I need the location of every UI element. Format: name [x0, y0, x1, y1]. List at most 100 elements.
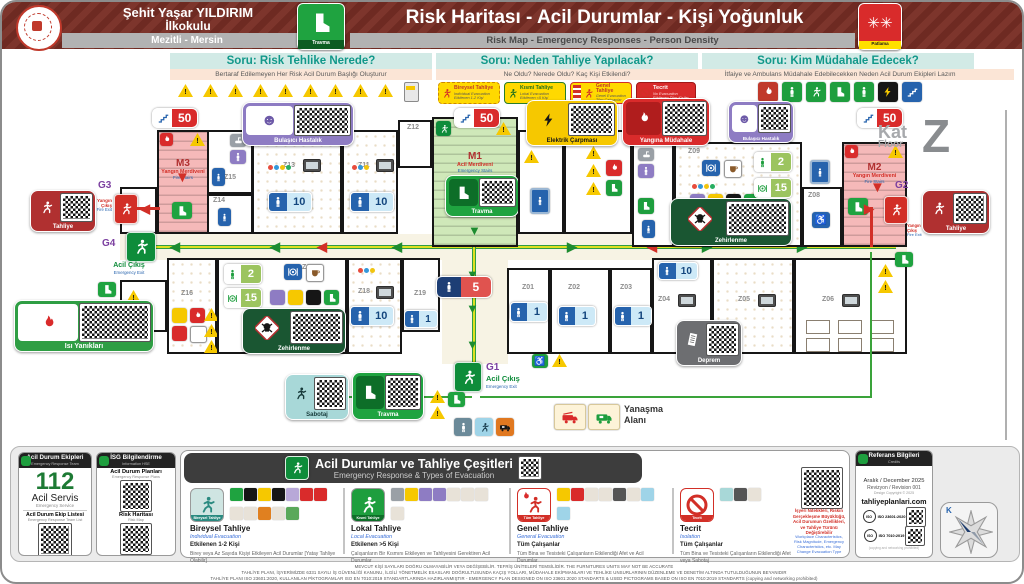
divider — [509, 488, 511, 554]
cup-icon — [306, 264, 324, 282]
stairs-icon — [153, 109, 173, 127]
aid-point-icon — [606, 180, 622, 196]
qr-badge-isi-yaniklari: Isı Yanıkları — [14, 300, 154, 352]
credits-icon — [858, 454, 868, 464]
isg-icon — [99, 456, 109, 466]
qr-badge-tahliye-right: Tahliye — [922, 190, 990, 234]
qr-code — [38, 523, 72, 555]
qr-code — [568, 103, 615, 136]
cup-icon — [724, 160, 742, 178]
question3-title: Soru: Kim Müdahale Edecek? — [702, 53, 974, 69]
assembly-area-label: Yanaşma Alanı — [624, 404, 664, 425]
arrow-down-icon: ▼ — [468, 223, 481, 238]
room-label: Z02 — [568, 284, 581, 291]
room-label: Z09 — [688, 148, 701, 155]
ladder-team-icon — [902, 82, 922, 102]
individual-evacuation-icon: Bireysel Tahliye — [190, 488, 224, 522]
warning-icon: ! — [278, 84, 293, 97]
people-cluster-icon — [692, 184, 715, 189]
emergency-exit-g4 — [126, 232, 156, 262]
table — [838, 338, 862, 352]
runner-icon — [441, 88, 452, 99]
arrow-right-icon: ▶ — [567, 239, 577, 254]
table — [806, 320, 830, 334]
team-card-header: Acil Durum Ekipleri Emergency Response T… — [19, 453, 91, 468]
stairs-icon — [455, 109, 475, 127]
gate-label: G4 — [102, 238, 116, 249]
corridor-density-badge: 5 — [436, 276, 492, 298]
people-cluster-icon — [358, 268, 375, 273]
compass-rose-icon — [949, 510, 993, 554]
fire-response-icon — [758, 82, 778, 102]
smartboard-icon — [376, 286, 394, 299]
room-label: Z11 — [358, 162, 370, 169]
support-icon — [830, 82, 850, 102]
evacuation-runner-icon — [926, 194, 952, 223]
runner-icon — [583, 88, 594, 99]
meal-icon — [702, 160, 720, 176]
qr-badge-bulasici-left: ☻ Bulaşıcı Hastalık — [242, 102, 354, 146]
qr-badge-travma-bottom: Travma — [352, 372, 424, 420]
bandaged-foot-icon — [309, 11, 333, 35]
fire-icon — [160, 133, 173, 146]
question2-subtitle: Ne Oldu? Nerede Oldu? Kaç Kişi Etkilendi… — [436, 69, 698, 80]
sink-icon — [638, 148, 654, 161]
qr-badge-zehirlenme-right: Zehirlenme — [670, 198, 792, 246]
wc-icon — [755, 153, 771, 171]
trauma-point-icon — [98, 282, 116, 297]
info-sign-icon — [190, 326, 207, 343]
trauma-point-icon — [848, 198, 868, 215]
arrow-down-icon: ▼ — [466, 301, 479, 316]
warning-icon: ! — [378, 84, 393, 97]
room-label: Z06 — [822, 296, 835, 303]
earthquake-icon — [680, 324, 705, 355]
qr-code — [59, 193, 94, 222]
isg-info-card: İSG Bilgilendirme Information HSE Acil D… — [96, 452, 176, 556]
isolation-icon: Tecrit — [680, 488, 714, 522]
room-label: Z05 — [738, 296, 751, 303]
question1-title: Soru: Risk Tehlike Nerede? — [170, 53, 432, 69]
stair-capacity-m1: 50 — [454, 108, 500, 128]
room-label: Z08 — [808, 192, 821, 199]
table — [870, 338, 894, 352]
g1-caption-en: Emergency Exit — [486, 384, 517, 389]
qr-code — [705, 323, 740, 356]
fire-route-line — [870, 207, 873, 247]
warning-icon: ! — [430, 406, 445, 419]
compass: K — [940, 502, 998, 558]
hazard-icon — [172, 308, 187, 323]
mini-icons-grid — [230, 488, 330, 526]
school-name-line1: Şehit Yaşar YILDIRIM — [122, 5, 254, 20]
qr-code — [757, 104, 792, 133]
poster-title: Risk Haritası - Acil Durumlar - Kişi Yoğ… — [405, 7, 804, 28]
fire-exit-g3 — [114, 194, 138, 224]
floor-letter: Z — [922, 110, 951, 162]
stair-capacity-m3: 50 — [152, 108, 198, 128]
fire-stripe-icon — [573, 85, 581, 101]
qr-badge-travma-center: Travma — [445, 175, 519, 217]
evacuation-runner-icon — [34, 194, 59, 221]
bandaged-foot-icon — [449, 179, 478, 206]
evacuation-path-horizontal — [130, 245, 896, 249]
warning-icon: ! — [328, 84, 343, 97]
meal-count-badge-z17: 15 — [224, 288, 262, 308]
travma-header-icon: Travma — [297, 3, 345, 50]
isg-card-header: İSG Bilgilendirme Information HSE — [97, 453, 175, 468]
aid-point-icon — [638, 198, 654, 214]
table — [870, 320, 894, 334]
plate-icon — [755, 179, 771, 197]
wc-icon — [225, 265, 241, 283]
divider — [343, 488, 345, 554]
fire-point-icon — [606, 160, 622, 176]
qr-code — [293, 105, 352, 136]
assist-sign-icon — [454, 418, 472, 436]
warning-icon: ! — [228, 84, 243, 97]
protection-icon — [854, 82, 874, 102]
person-icon — [559, 307, 575, 325]
stair-m2: M2 Yangın Merdiveni Fire Stairs — [842, 142, 907, 247]
compass-north-label: K — [946, 506, 952, 515]
question2-title: Soru: Neden Tahliye Yapılacak? — [436, 53, 698, 69]
school-name-line2: İlkokulu — [165, 19, 211, 33]
smartboard-icon — [678, 294, 696, 307]
